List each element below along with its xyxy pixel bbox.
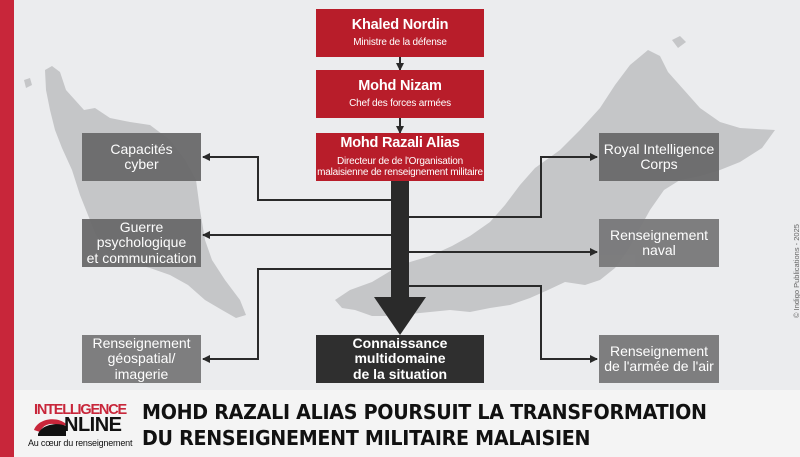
footer: INTELLIGENCE NLINE Au cœur du renseignem… [14, 390, 800, 457]
unit-renseignement-air: Renseignement de l'armée de l'air [599, 335, 719, 383]
unit-capacites-cyber: Capacités cyber [82, 133, 201, 181]
connector-renseignement-geospatial [202, 268, 395, 363]
unit-label: Renseignement [609, 342, 709, 359]
logo-top-text: INTELLIGENCE [34, 402, 127, 418]
main-arrow-shaft [391, 181, 409, 299]
headline: MOHD RAZALI ALIAS POURSUIT LA TRANSFORMA… [142, 399, 747, 451]
unit-renseignement-naval: Renseignement naval [599, 219, 719, 267]
connector-capacites-cyber [202, 153, 395, 201]
person-name: Khaled Nordin [351, 17, 449, 34]
unit-label: géospatial/ [107, 350, 176, 367]
person-role: Directeur de de l'Organisation malaisien… [317, 156, 483, 178]
borneo-shape [335, 50, 775, 316]
person-role: Chef des forces armées [349, 97, 451, 109]
diagram-canvas: Khaled Nordin Ministre de la défense Moh… [24, 9, 800, 383]
connector-renseignement-air [405, 285, 598, 363]
connector-lines [202, 57, 598, 363]
unit-label: Guerre [119, 218, 164, 235]
unit-guerre-psychologique: Guerre psychologique et communication [82, 219, 201, 267]
unit-label: Capacités [110, 140, 173, 157]
unit-label: et communication [86, 249, 197, 266]
person-name: Mohd Razali Alias [340, 135, 460, 152]
outcome-label: Connaissance [352, 334, 448, 351]
outcome-label: de la situation [352, 365, 448, 382]
unit-label: Corps [640, 156, 678, 172]
person-name: Mohd Nizam [358, 78, 442, 95]
copyright-notice: © Indigo Publications - 2025 [792, 224, 800, 318]
connector-royal-intelligence-corps [405, 153, 598, 218]
role-line: malaisienne de renseignement militaire [317, 166, 483, 178]
unit-label: Renseignement [92, 334, 191, 351]
logo-swoosh-icon [34, 419, 66, 436]
outcome-label: multidomaine [354, 350, 446, 367]
logo-tagline: Au cœur du renseignement [28, 438, 133, 448]
unit-label: Royal Intelligence [603, 140, 715, 157]
unit-label: naval [642, 242, 676, 258]
unit-renseignement-geospatial: Renseignement géospatial/ imagerie [82, 335, 201, 383]
role-line: Directeur de de l'Organisation [337, 155, 463, 167]
box-khaled-nordin: Khaled Nordin Ministre de la défense [316, 9, 484, 57]
main-arrow-head [374, 297, 426, 335]
box-mohd-razali-alias: Mohd Razali Alias Directeur de de l'Orga… [316, 133, 484, 181]
box-mohd-nizam: Mohd Nizam Chef des forces armées [316, 70, 484, 118]
headline-line: DU RENSEIGNEMENT MILITAIRE MALAISIEN [142, 426, 591, 450]
outcome-box: Connaissance multidomaine de la situatio… [316, 335, 484, 383]
unit-label: cyber [124, 156, 159, 172]
unit-label: psychologique [96, 234, 187, 251]
brand-side-bar [0, 0, 14, 457]
headline-line: MOHD RAZALI ALIAS POURSUIT LA TRANSFORMA… [142, 400, 707, 424]
unit-label: Renseignement [609, 226, 709, 243]
person-role: Ministre de la défense [353, 36, 447, 48]
unit-royal-intelligence-corps: Royal Intelligence Corps [599, 133, 719, 181]
unit-label: imagerie [114, 365, 169, 382]
intelligence-online-logo: INTELLIGENCE NLINE Au cœur du renseignem… [28, 402, 146, 450]
logo-bottom-text: NLINE [64, 414, 122, 436]
unit-label: de l'armée de l'air [604, 358, 714, 374]
